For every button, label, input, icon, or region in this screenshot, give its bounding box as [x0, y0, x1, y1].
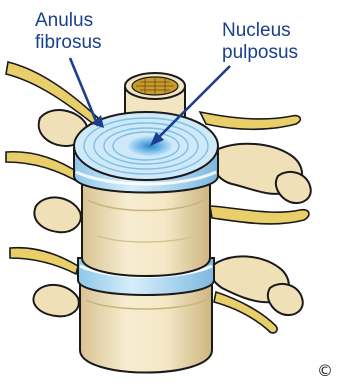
right-facet: [276, 172, 311, 203]
anulus-label-line1: Anulus: [35, 10, 102, 32]
nerve-root-mid-left: [6, 152, 84, 184]
nucleus-pulposus-label: Nucleus pulposus: [222, 20, 298, 64]
lower-left-process: [33, 285, 78, 316]
nerve-root-upper-right: [200, 112, 300, 129]
anulus-fibrosus-label: Anulus fibrosus: [35, 10, 102, 54]
nucleus-label-line2: pulposus: [222, 42, 298, 64]
lower-right-facet: [268, 284, 303, 315]
nucleus-label-line1: Nucleus: [222, 20, 298, 42]
copyright-mark: ©: [317, 361, 333, 380]
nerve-root-lower-left: [10, 248, 78, 274]
mid-left-process: [34, 197, 80, 232]
nerve-root-mid-right: [210, 206, 309, 224]
anulus-label-line2: fibrosus: [35, 32, 102, 54]
